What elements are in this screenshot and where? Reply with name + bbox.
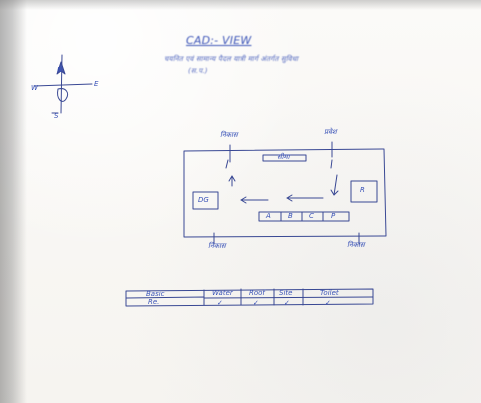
diagram-bottom-box-b: B bbox=[288, 212, 293, 220]
diagram-top-right-label: प्रवेश bbox=[324, 128, 337, 136]
table-column-site: Site bbox=[279, 289, 293, 297]
paper-top-shadow bbox=[0, 0, 481, 10]
mark-top-left-inner bbox=[225, 159, 229, 169]
diagram-top-left-label: निकास bbox=[220, 131, 238, 139]
subtitle-line-2: (स.प.) bbox=[188, 67, 208, 75]
table-column-toilet: Toilet bbox=[320, 289, 339, 297]
arrow-left-2-head bbox=[240, 196, 247, 204]
table-row-label-basic: Basic bbox=[146, 290, 165, 298]
table-row-label-re: Re. bbox=[148, 298, 160, 306]
compass-north-arrow bbox=[56, 61, 66, 75]
table-check-toilet: ✓ bbox=[325, 299, 331, 307]
table-check-water: ✓ bbox=[217, 299, 223, 307]
diagram-bottom-box-p: P bbox=[331, 212, 336, 220]
diagram-top-center-box-label: सीमा bbox=[277, 153, 290, 161]
site-plan-outline bbox=[183, 148, 387, 238]
compass-east-label: E bbox=[94, 80, 99, 88]
compass-south-label: S bbox=[54, 112, 59, 120]
top-center-box bbox=[262, 154, 307, 162]
page-title: CAD:- VIEW bbox=[186, 34, 252, 47]
diagram-bottom-box-c: C bbox=[309, 212, 314, 220]
compass-north-label: N bbox=[57, 66, 63, 74]
arrow-down-right-head bbox=[330, 189, 339, 196]
bottom-table-outline bbox=[125, 288, 374, 307]
diagram-left-box-label: DG bbox=[198, 196, 209, 204]
left-box bbox=[192, 191, 219, 210]
arrow-down-right bbox=[333, 174, 338, 196]
arrow-middle-left-head bbox=[286, 194, 293, 202]
diagram-bottom-left-label: निकास bbox=[208, 242, 226, 250]
diagram-bottom-box-a: A bbox=[266, 212, 271, 220]
compass-center-mark bbox=[57, 88, 69, 102]
arrow-up-left-head bbox=[228, 175, 236, 182]
table-check-site: ✓ bbox=[284, 299, 290, 307]
paper-shadow-edge bbox=[0, 0, 27, 403]
compass-west-label: W bbox=[31, 84, 38, 92]
right-box bbox=[350, 180, 378, 203]
mark-top-right-inner bbox=[330, 159, 333, 169]
table-check-roof: ✓ bbox=[253, 299, 259, 307]
subtitle-line-1: चयनित एवं सामान्य पैदल यात्री मार्ग अंतर… bbox=[164, 55, 299, 63]
diagram-bottom-right-label: निकास bbox=[347, 241, 365, 249]
table-column-water: Water bbox=[212, 289, 233, 297]
bottom-table-midline bbox=[125, 296, 374, 299]
diagram-right-box-label: R bbox=[360, 186, 365, 194]
bottom-box-dividers bbox=[280, 211, 324, 222]
bottom-box-strip bbox=[258, 211, 350, 222]
table-column-roof: Roof bbox=[249, 289, 265, 297]
compass-horizontal-line bbox=[33, 83, 93, 87]
